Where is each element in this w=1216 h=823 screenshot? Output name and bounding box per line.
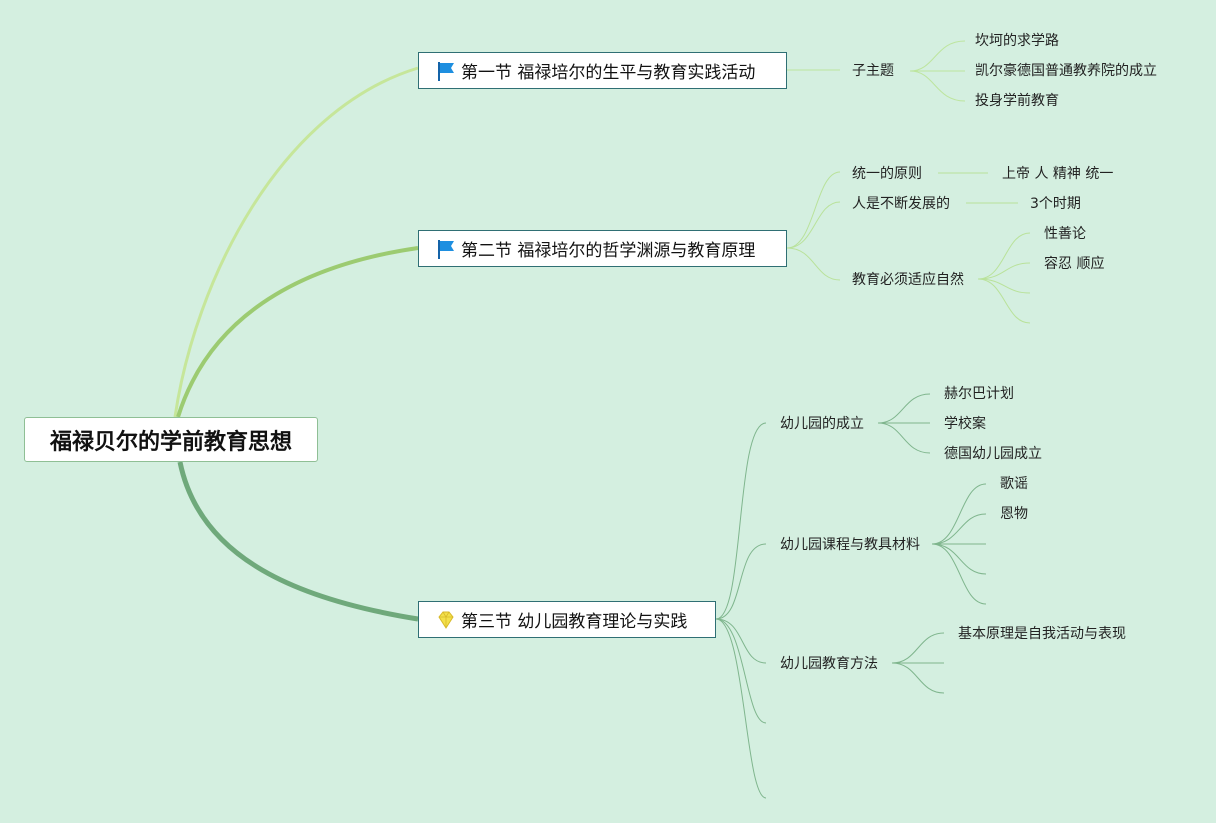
section-1-label: 第一节 福禄培尔的生平与教育实践活动 <box>461 63 756 83</box>
section-1-subtopic[interactable]: 子主题 <box>852 63 894 79</box>
section-3-branch-3-child-1[interactable]: 基本原理是自我活动与表现 <box>958 626 1126 642</box>
section-3-branch-2-child-1[interactable]: 歌谣 <box>1000 476 1028 492</box>
branch-line-1 <box>173 66 419 418</box>
section-3-node[interactable]: 第三节 幼儿园教育理论与实践 <box>418 601 716 638</box>
section-3-branch-1-child-3[interactable]: 德国幼儿园成立 <box>944 446 1042 462</box>
section-2-node[interactable]: 第二节 福禄培尔的哲学渊源与教育原理 <box>418 230 787 267</box>
section-3-label: 第三节 幼儿园教育理论与实践 <box>461 612 688 632</box>
section-2-branch-2-child-1[interactable]: 3个时期 <box>1030 196 1081 212</box>
branch-line-3 <box>177 461 419 622</box>
section-2-label: 第二节 福禄培尔的哲学渊源与教育原理 <box>461 241 756 261</box>
root-node[interactable]: 福禄贝尔的学前教育思想 <box>24 417 318 462</box>
section-3-branch-1[interactable]: 幼儿园的成立 <box>780 416 864 432</box>
branch-line-2 <box>176 246 419 418</box>
section-1-item-3[interactable]: 投身学前教育 <box>975 93 1059 109</box>
section-1-node[interactable]: 第一节 福禄培尔的生平与教育实践活动 <box>418 52 787 89</box>
section-3-branch-2[interactable]: 幼儿园课程与教具材料 <box>780 537 920 553</box>
section-1-item-1[interactable]: 坎坷的求学路 <box>975 33 1059 49</box>
blue-flag-icon <box>438 239 454 259</box>
section-2-branch-1-child-1[interactable]: 上帝 人 精神 统一 <box>1002 166 1114 182</box>
section-2-branch-3-child-2[interactable]: 容忍 顺应 <box>1044 256 1105 272</box>
blue-flag-icon <box>438 61 454 81</box>
section-2-branch-3[interactable]: 教育必须适应自然 <box>852 272 964 288</box>
section-3-branch-3[interactable]: 幼儿园教育方法 <box>780 656 878 672</box>
section-2-branch-2[interactable]: 人是不断发展的 <box>852 196 950 212</box>
section-2-branch-1[interactable]: 统一的原则 <box>852 166 922 182</box>
root-label: 福禄贝尔的学前教育思想 <box>49 429 292 455</box>
gem-icon <box>438 611 454 629</box>
section-3-branch-2-child-2[interactable]: 恩物 <box>1000 506 1028 522</box>
section-3-branch-1-child-1[interactable]: 赫尔巴计划 <box>944 386 1014 402</box>
section-1-item-2[interactable]: 凯尔豪德国普通教养院的成立 <box>975 63 1157 79</box>
section-2-branch-3-child-1[interactable]: 性善论 <box>1044 226 1086 242</box>
section-3-branch-1-child-2[interactable]: 学校案 <box>944 416 986 432</box>
